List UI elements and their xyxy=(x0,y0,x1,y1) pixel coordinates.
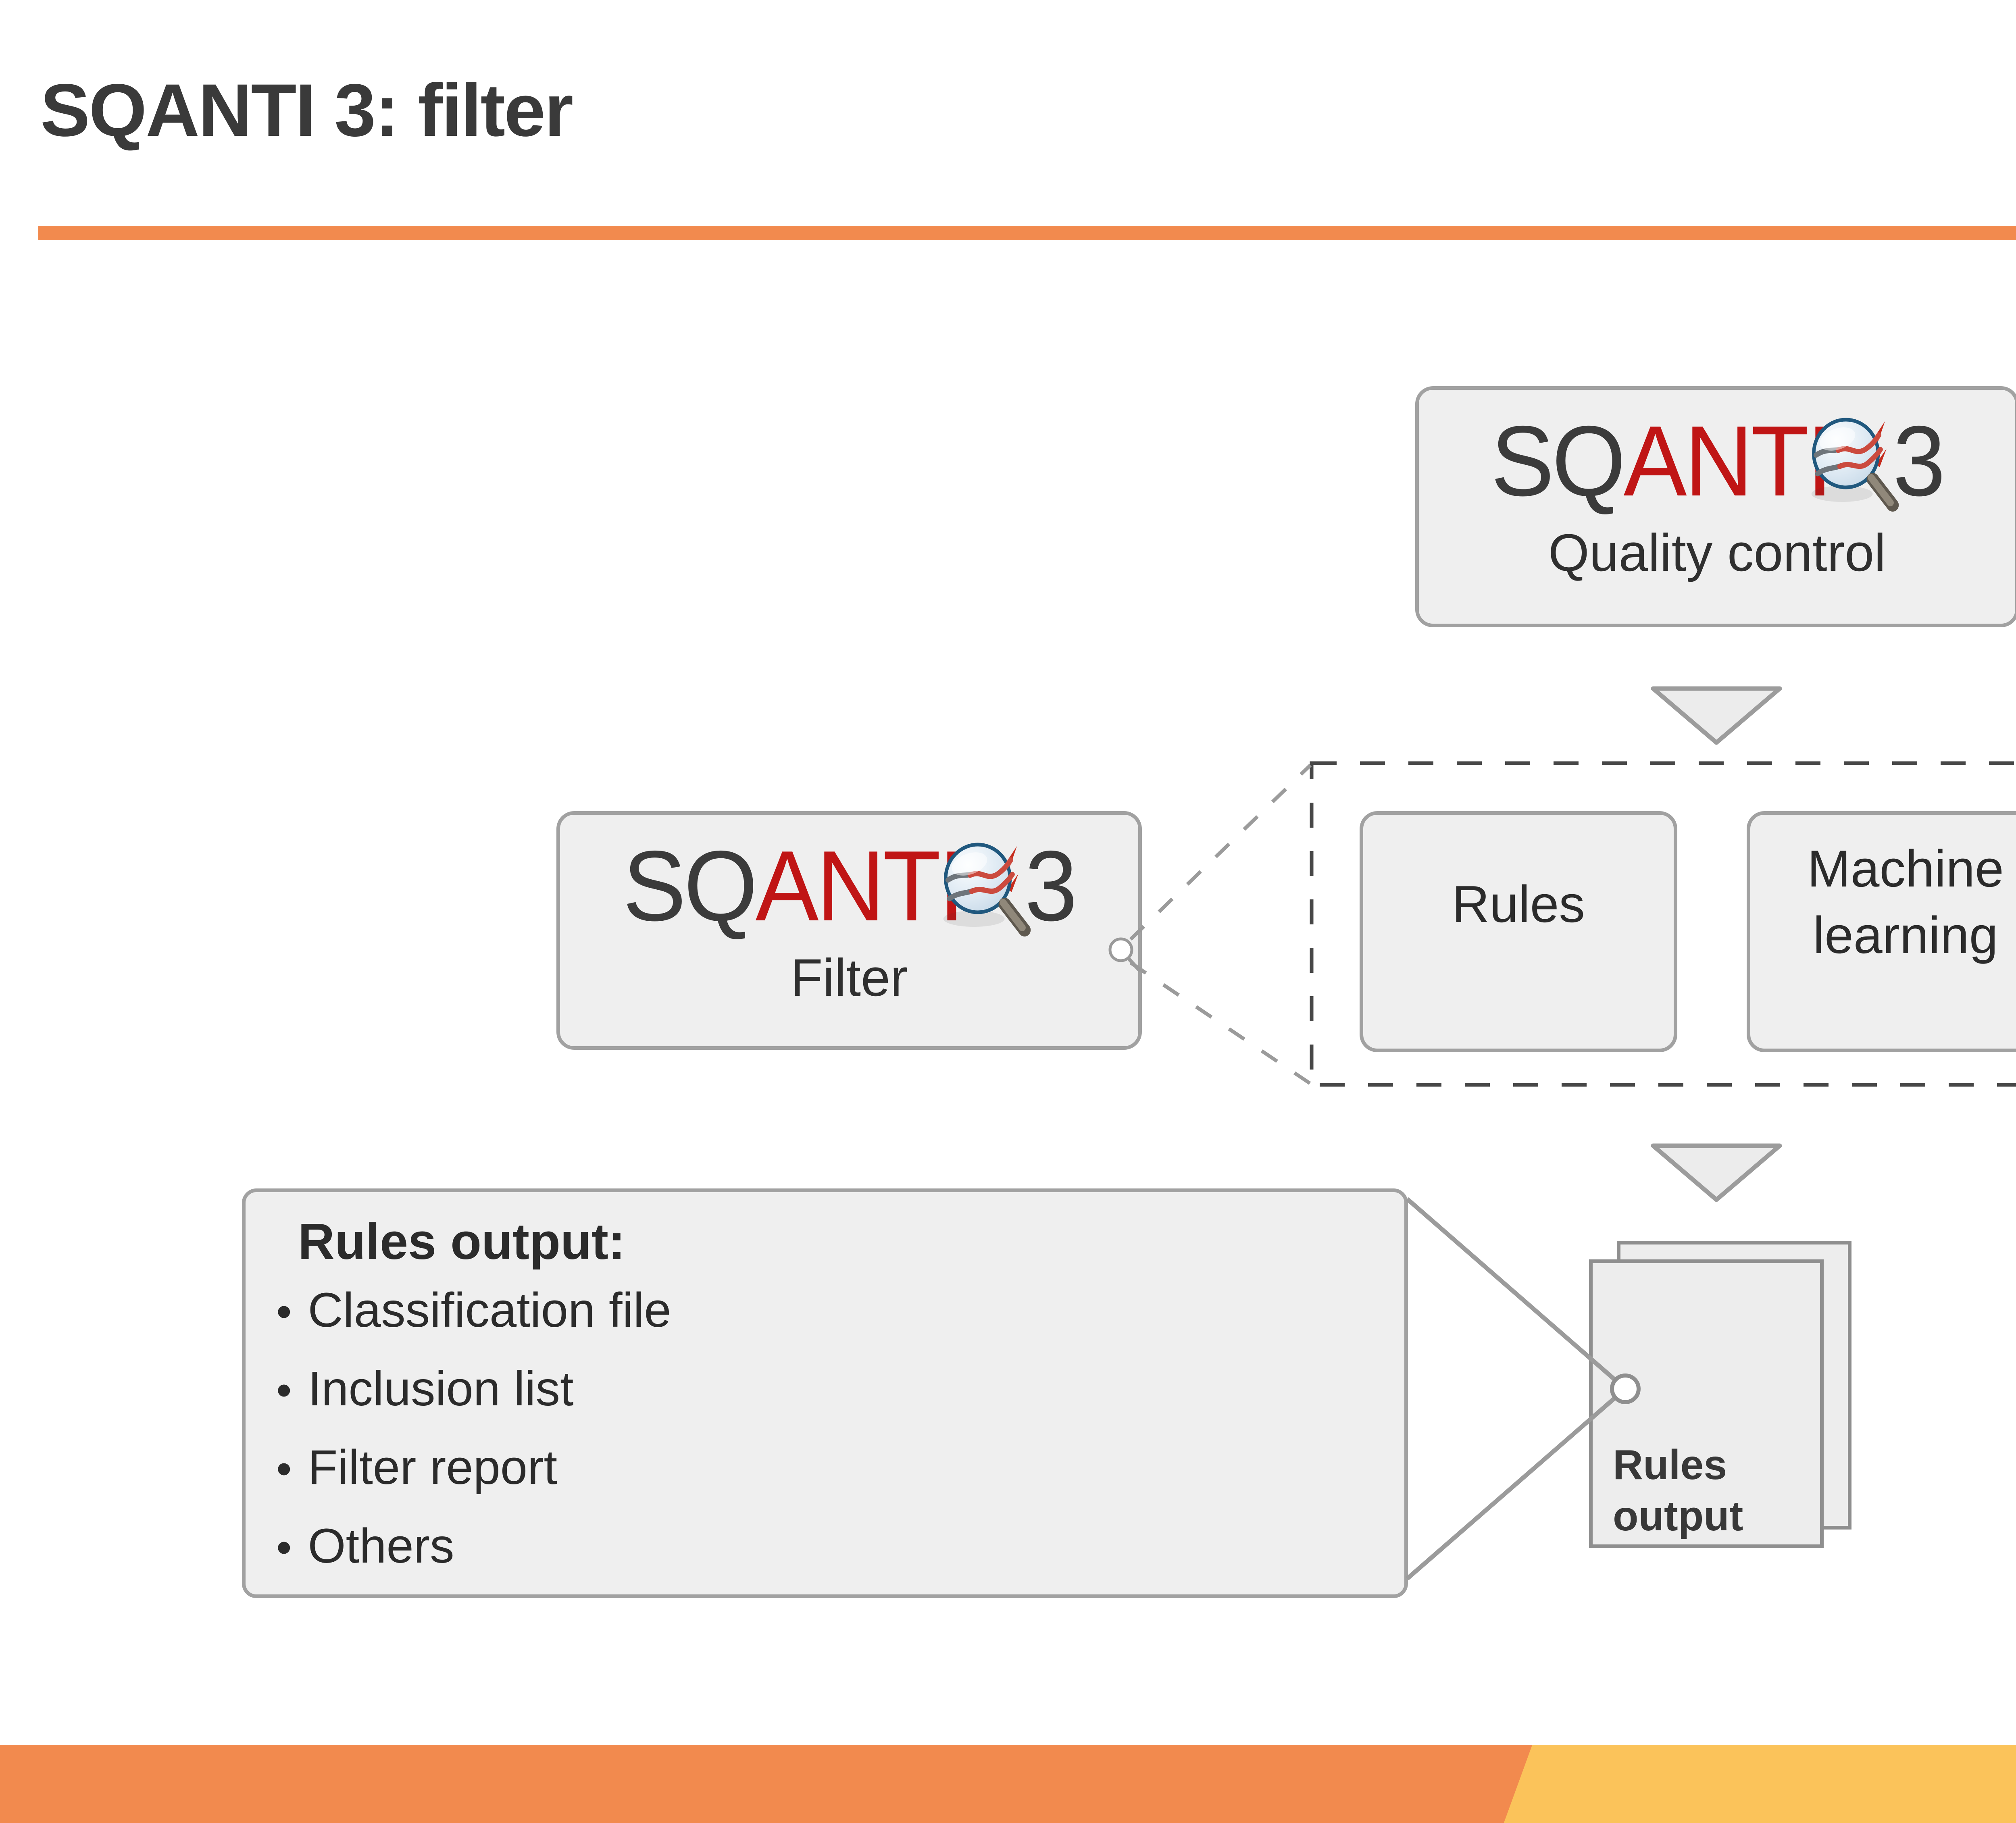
callout-bullet-text: Classification file xyxy=(308,1282,671,1337)
callout-bullet: • Others xyxy=(276,1517,1380,1576)
callout-heading: Rules output: xyxy=(298,1213,625,1270)
sqanti-logo-sq: SQ xyxy=(1491,405,1626,517)
down-arrow-icon xyxy=(1651,686,1782,745)
sqanti-logo-anti: ANTI xyxy=(1623,405,1833,517)
down-arrow-icon xyxy=(1651,1143,1782,1202)
header-rule-orange xyxy=(38,226,2016,240)
sqanti-logo-sq: SQ xyxy=(623,830,758,942)
document-label: Rules output xyxy=(1613,1440,1743,1542)
machine-learning-option-label: Machine learning xyxy=(1807,840,2004,965)
dashed-connector-top xyxy=(1129,764,1312,941)
bullet-icon: • xyxy=(276,1287,292,1336)
callout-bullet: • Inclusion list xyxy=(276,1360,1380,1419)
bullet-icon: • xyxy=(276,1523,292,1572)
footer-stripe-orange xyxy=(0,1745,1555,1823)
sqanti-logo-anti: ANTI xyxy=(755,830,965,942)
callout-bullet-text: Others xyxy=(308,1518,454,1573)
dashed-connector-bottom xyxy=(1129,961,1312,1085)
bullet-icon: • xyxy=(276,1365,292,1415)
callout-bullet: • Filter report xyxy=(276,1438,1380,1498)
rules-option-box: Rules xyxy=(1360,811,1677,1052)
document-label-line1: Rules xyxy=(1613,1442,1727,1488)
page-title: SQANTI 3: filter xyxy=(40,69,573,152)
sqanti-logo-3: 3 xyxy=(1025,830,1078,942)
callout-list: • Classification file • Inclusion list •… xyxy=(270,1281,1380,1576)
footer-stripe-yellow xyxy=(1504,1745,2016,1823)
bullet-icon: • xyxy=(276,1444,292,1494)
callout-bullet-text: Filter report xyxy=(308,1440,558,1494)
document-label-line2: output xyxy=(1613,1492,1743,1540)
callout-bullet-text: Inclusion list xyxy=(308,1361,574,1416)
machine-learning-option-box: Machine learning xyxy=(1747,811,2016,1052)
magnifier-icon xyxy=(1811,418,1899,512)
document-page-front: Rules output xyxy=(1589,1259,1824,1548)
callout-bullet: • Classification file xyxy=(276,1281,1380,1340)
sqanti-logo-3: 3 xyxy=(1893,405,1945,517)
footer-stripes xyxy=(0,1745,2016,1823)
rules-option-label: Rules xyxy=(1452,875,1585,933)
rules-output-callout: Rules output: • Classification file • In… xyxy=(242,1188,1408,1598)
filter-label: Filter xyxy=(790,948,908,1007)
quality-control-label: Quality control xyxy=(1548,523,1886,582)
magnifier-icon xyxy=(943,843,1031,936)
